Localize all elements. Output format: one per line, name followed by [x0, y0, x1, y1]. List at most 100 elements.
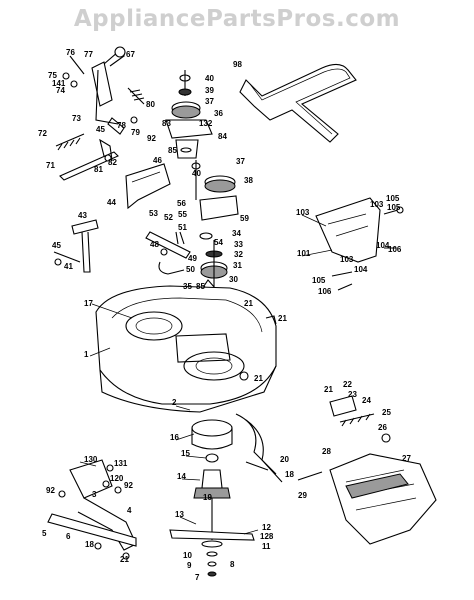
part-number-label: 45 — [96, 125, 105, 134]
part-number-label: 56 — [177, 199, 186, 208]
part-number-label: 32 — [234, 250, 243, 259]
part-number-label: 84 — [218, 132, 227, 141]
watermark-text: AppliancePartsPros.com — [73, 6, 401, 32]
part-number-label: 28 — [322, 447, 331, 456]
part-number-label: 33 — [234, 240, 243, 249]
part-number-label: 50 — [186, 265, 195, 274]
part-number-label: 29 — [298, 491, 307, 500]
part-number-label: 103 — [370, 200, 384, 209]
part-number-label: 14 — [177, 472, 186, 481]
part-number-label: 104 — [354, 265, 368, 274]
part-number-label: 51 — [178, 223, 187, 232]
part-number-label: 106 — [318, 287, 332, 296]
part-number-label: 67 — [126, 50, 135, 59]
blade-spindle-assembly — [191, 419, 233, 540]
part-number-label: 12 — [262, 523, 271, 532]
part-number-label: 22 — [343, 380, 352, 389]
part-number-label: 21 — [244, 299, 253, 308]
part-number-label: 73 — [72, 114, 81, 123]
mower-deck-housing — [95, 285, 277, 413]
idler-pulley-stack — [165, 70, 213, 159]
part-number-label: 78 — [117, 121, 126, 130]
part-number-label: 31 — [233, 261, 242, 270]
part-number-label: 76 — [66, 48, 75, 57]
part-number-label: 98 — [233, 60, 242, 69]
part-number-label: 103 — [340, 255, 354, 264]
part-number-label: 82 — [108, 158, 117, 167]
part-number-label: 79 — [131, 128, 140, 137]
part-number-label: 52 — [164, 213, 173, 222]
part-number-label: 11 — [262, 542, 271, 551]
part-number-label: 6 — [66, 532, 71, 541]
front-lift-link — [53, 219, 99, 273]
part-number-label: 130 — [84, 455, 98, 464]
part-number-label: 131 — [114, 459, 128, 468]
part-number-label: 3 — [92, 490, 97, 499]
part-number-label: 80 — [146, 100, 155, 109]
part-number-label: 105 — [312, 276, 326, 285]
part-number-label: 41 — [64, 262, 73, 271]
part-number-label: 38 — [244, 176, 253, 185]
part-number-label: 75 — [48, 71, 57, 80]
part-number-label: 15 — [181, 449, 190, 458]
part-number-label: 49 — [188, 254, 197, 263]
part-number-label: 85 — [196, 282, 205, 291]
part-number-label: 34 — [232, 229, 241, 238]
part-number-label: 10 — [183, 551, 192, 560]
part-number-label: 81 — [94, 165, 103, 174]
part-number-label: 21 — [278, 314, 287, 323]
part-number-label: 46 — [153, 156, 162, 165]
part-number-label: 20 — [280, 455, 289, 464]
part-number-label: 55 — [178, 210, 187, 219]
belt-guard — [125, 163, 171, 210]
part-number-label: 77 — [84, 50, 93, 59]
part-number-label: 103 — [296, 208, 310, 217]
part-number-label: 25 — [382, 408, 391, 417]
part-number-label: 105 — [386, 194, 400, 203]
part-number-label: 30 — [229, 275, 238, 284]
part-number-label: 37 — [205, 97, 214, 106]
part-number-label: 92 — [46, 486, 55, 495]
part-number-label: 23 — [348, 390, 357, 399]
part-number-label: 53 — [149, 209, 158, 218]
part-number-label: 85 — [168, 146, 177, 155]
part-number-label: 18 — [285, 470, 294, 479]
part-number-label: 105 — [387, 203, 401, 212]
part-number-label: 48 — [150, 240, 159, 249]
part-number-label: 44 — [107, 198, 116, 207]
part-number-label: 104 — [376, 241, 390, 250]
part-number-label: 8 — [230, 560, 235, 569]
part-number-label: 21 — [324, 385, 333, 394]
part-number-label: 9 — [187, 561, 192, 570]
part-number-label: 2 — [172, 398, 177, 407]
discharge-deflector-top — [315, 197, 404, 291]
part-number-label: 13 — [175, 510, 184, 519]
drive-belt — [239, 63, 357, 143]
discharge-chute — [297, 395, 437, 545]
part-number-label: 26 — [378, 423, 387, 432]
part-number-label: 71 — [46, 161, 55, 170]
part-number-label: 120 — [110, 474, 124, 483]
part-number-label: 72 — [38, 129, 47, 138]
part-number-label: 40 — [205, 74, 214, 83]
part-number-label: 39 — [205, 86, 214, 95]
part-number-label: 19 — [203, 493, 212, 502]
part-number-label: 21 — [120, 555, 129, 564]
part-number-label: 5 — [42, 529, 47, 538]
part-number-label: 83 — [162, 119, 171, 128]
mower-blade — [169, 529, 255, 577]
part-number-label: 36 — [214, 109, 223, 118]
part-number-label: 18 — [85, 540, 94, 549]
part-number-label: 37 — [236, 157, 245, 166]
part-number-label: 35 — [183, 282, 192, 291]
part-number-label: 27 — [402, 454, 411, 463]
part-number-label: 74 — [56, 86, 65, 95]
part-number-label: 45 — [52, 241, 61, 250]
part-number-label: 24 — [362, 396, 371, 405]
part-number-label: 92 — [147, 134, 156, 143]
part-number-label: 43 — [78, 211, 87, 220]
part-number-label: 7 — [195, 573, 200, 582]
part-number-label: 101 — [297, 249, 311, 258]
